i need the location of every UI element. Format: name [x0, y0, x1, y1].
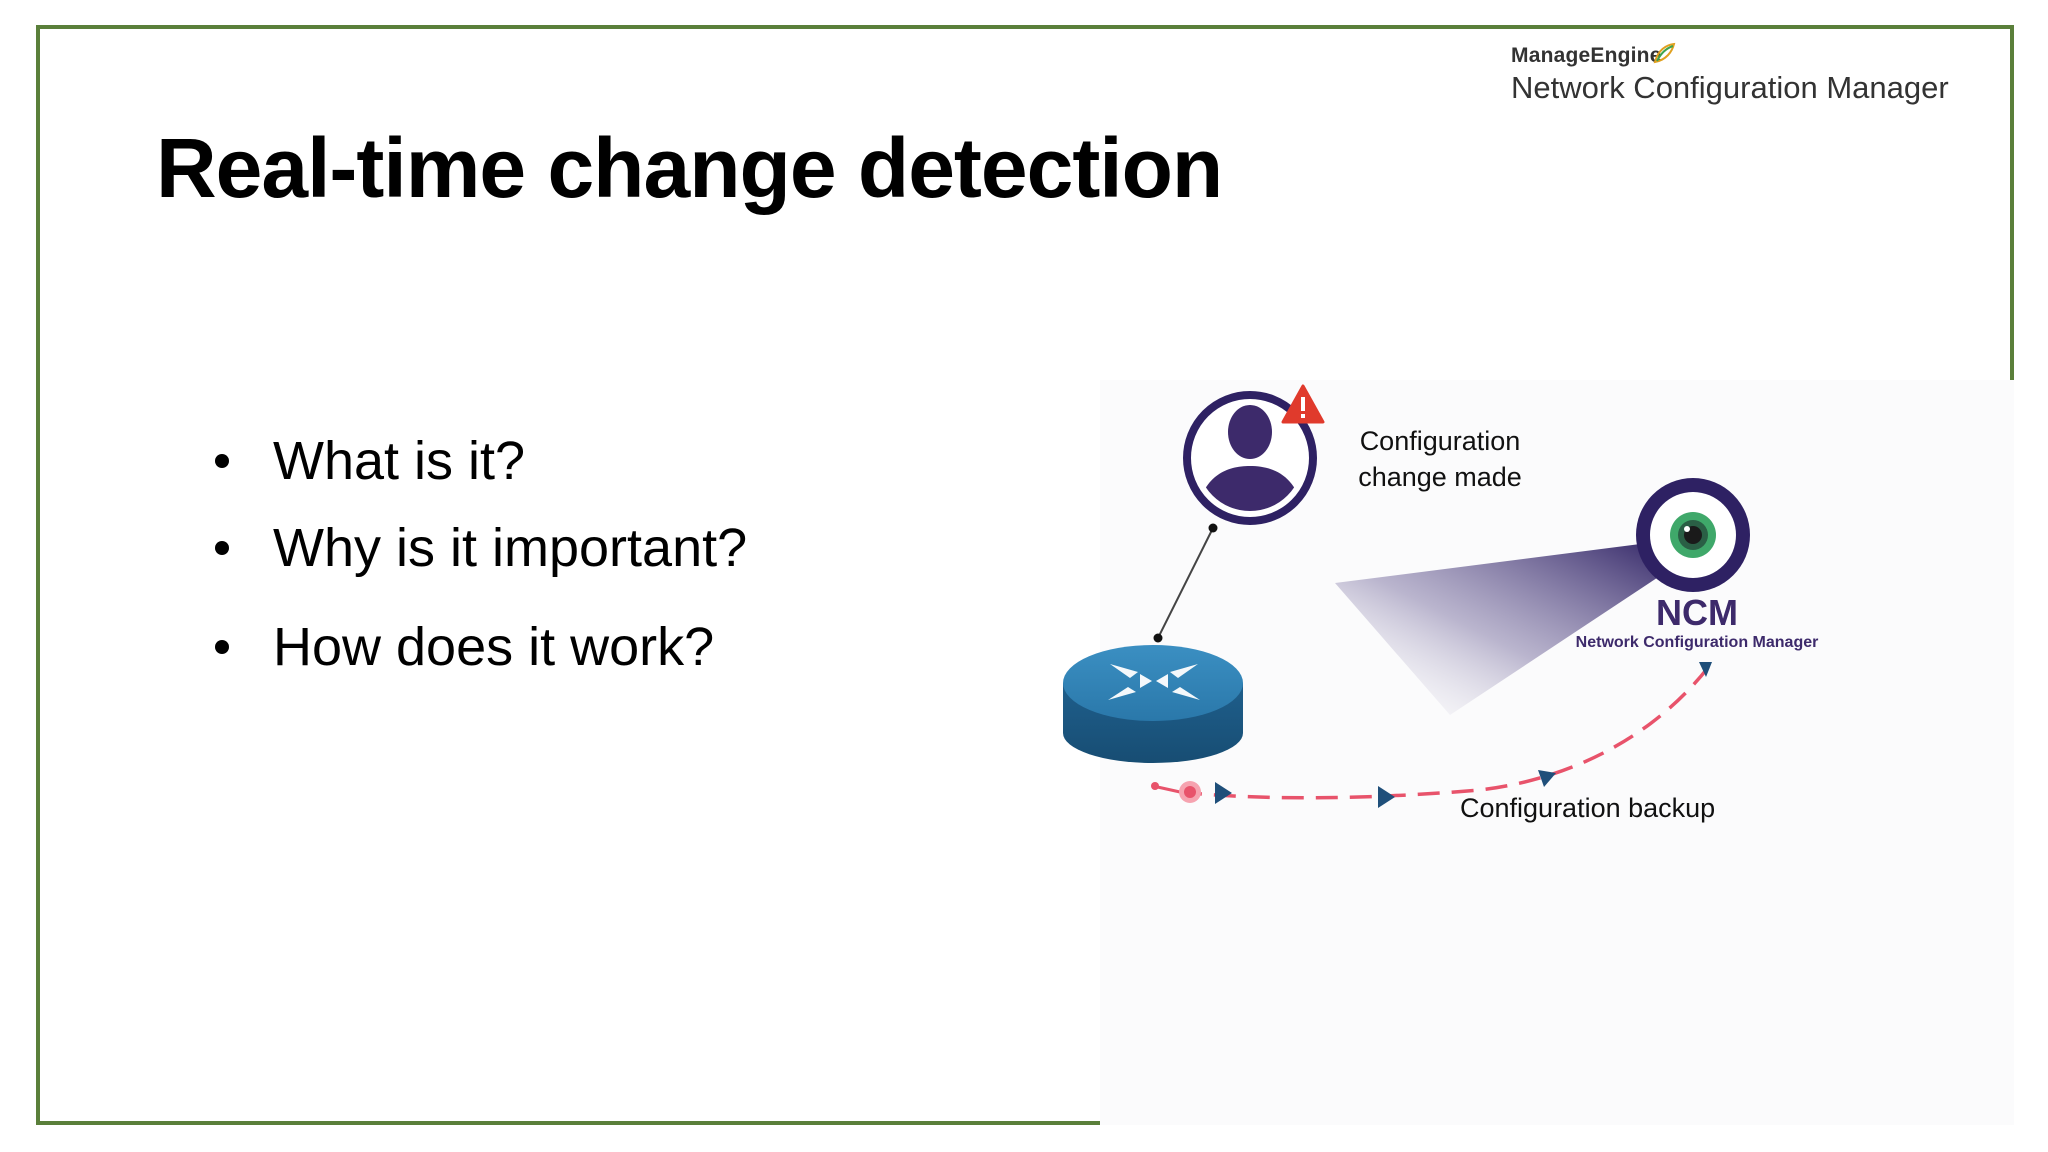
brand-company-text: ManageEngine [1511, 44, 1662, 67]
bullet-item: What is it? [215, 430, 525, 492]
user-change-label-line2: change made [1358, 462, 1522, 492]
ncm-abbrev: NCM [1656, 592, 1738, 633]
monitoring-beam [1335, 540, 1675, 715]
bullet-text: Why is it important? [273, 518, 748, 578]
bullet-dot-icon [215, 540, 229, 555]
user-router-connector [1153, 523, 1218, 643]
user-change-label: Configuration change made [1345, 423, 1535, 495]
bullet-item: Why is it important? [215, 517, 747, 579]
bullet-item: How does it work? [215, 616, 714, 678]
brand-product: Network Configuration Manager [1511, 70, 1949, 105]
slide-title: Real-time change detection [156, 121, 1223, 215]
user-avatar-icon [1183, 391, 1317, 525]
backup-path [1151, 662, 1712, 808]
brand-company: ManageEngine [1511, 44, 1662, 68]
ncm-full-name: Network Configuration Manager [1575, 634, 1819, 651]
leaf-logo-icon [1653, 42, 1676, 64]
router-icon [1063, 645, 1243, 763]
warning-triangle-icon [1281, 384, 1325, 424]
bullet-dot-icon [215, 639, 229, 654]
ncm-label: NCM Network Configuration Manager [1562, 593, 1832, 653]
bullet-text: How does it work? [273, 617, 715, 677]
user-change-label-line1: Configuration [1359, 426, 1521, 456]
eye-monitor-icon [1636, 478, 1750, 592]
bullet-text: What is it? [273, 431, 526, 491]
bullet-dot-icon [215, 453, 229, 468]
backup-label: Configuration backup [1460, 793, 1716, 823]
brand-header: ManageEngine Network Configuration Manag… [1511, 42, 2011, 114]
